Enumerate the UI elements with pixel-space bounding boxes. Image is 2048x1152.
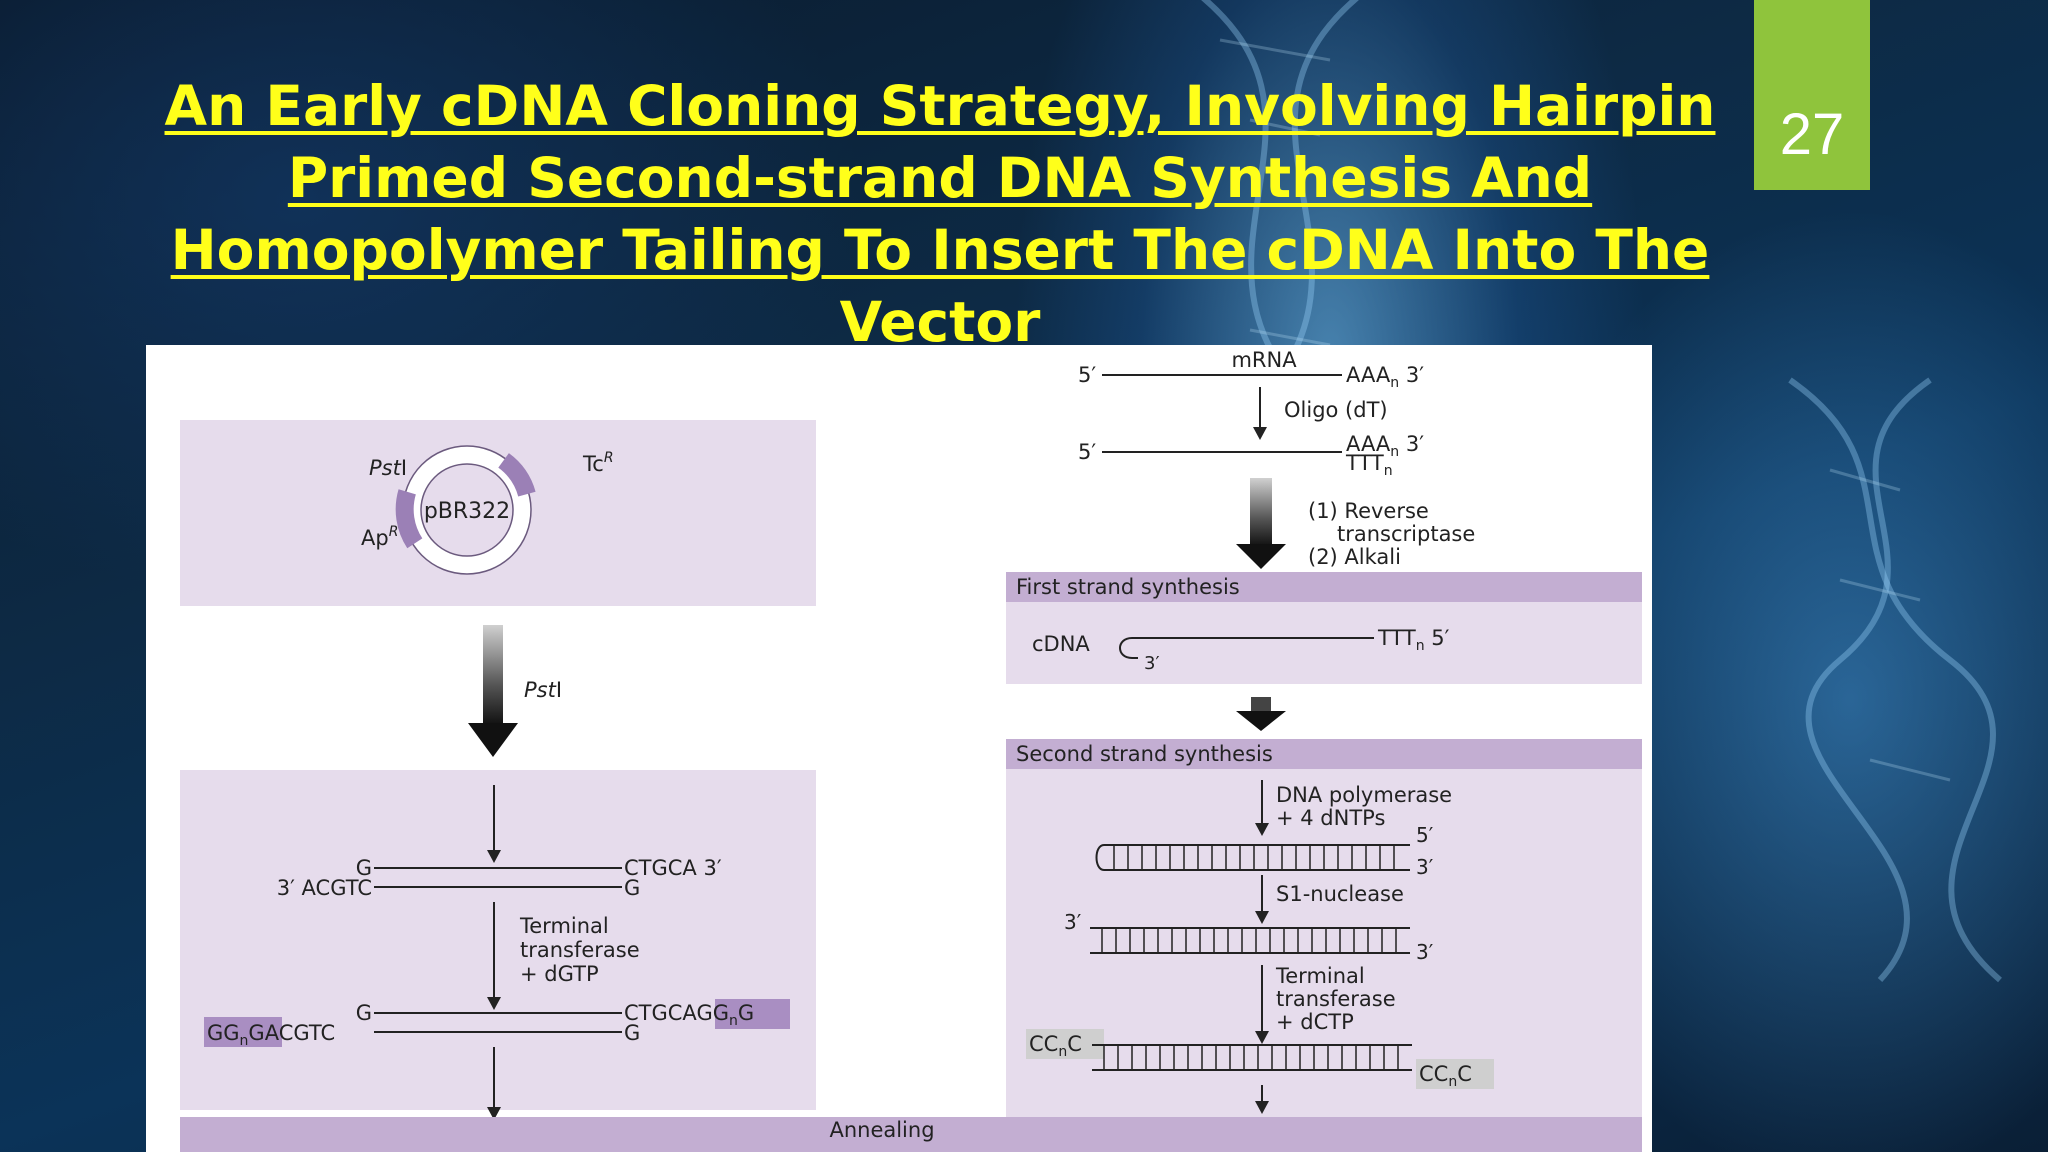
cc-tail-left: CCnC xyxy=(1029,1032,1082,1060)
helix-strand-d xyxy=(1805,377,1932,983)
annealed-polya: AAAn 3′ xyxy=(1346,432,1424,460)
tailed-top-left-base: G xyxy=(356,1001,372,1025)
step-terminal-line1: Terminal xyxy=(519,914,609,938)
gg-tail-right-highlight xyxy=(715,999,790,1029)
slide-title: An Early cDNA Cloning Strategy, Involvin… xyxy=(164,74,1716,354)
oligo-dt-label: Oligo (dT) xyxy=(1284,398,1388,422)
rt-step-line3: (2) Alkali xyxy=(1308,545,1401,569)
plasmid-tcr-segment xyxy=(497,453,536,497)
mrna-5prime: 5′ xyxy=(1078,363,1096,387)
cc-tail-right-box xyxy=(1416,1059,1494,1089)
s1-nuclease-step: S1-nuclease xyxy=(1276,882,1404,906)
first-strand-panel xyxy=(1006,602,1642,684)
cdna-cloning-figure: pBR322 PstI TcR ApR PstI xyxy=(146,345,1652,1152)
hairpin-duplex xyxy=(1095,844,1410,871)
terminal-transferase-line2: transferase xyxy=(1276,987,1396,1011)
reverse-transcription-arrow xyxy=(1236,478,1286,569)
cc-tail-left-box xyxy=(1026,1029,1104,1059)
annealed-5prime: 5′ xyxy=(1078,440,1096,464)
vector-bottom-right-base: G xyxy=(624,876,640,900)
cdna-hairpin-strand xyxy=(1119,637,1174,659)
gg-tail-left-highlight xyxy=(204,1017,282,1047)
helix-strand-c xyxy=(1788,377,2002,983)
site-pst-label: PstI xyxy=(369,456,407,480)
step-terminal-line3: + dGTP xyxy=(520,962,599,986)
annealed-oligo-dt: TTTn xyxy=(1345,451,1393,479)
plasmid-panel xyxy=(180,420,816,606)
cdna-label: cDNA xyxy=(1032,632,1090,656)
step-terminal-line2: transferase xyxy=(520,938,640,962)
vector-bottom-left-end: 3′ ACGTC xyxy=(277,876,372,900)
hairpin-3prime: 3′ xyxy=(1416,855,1434,879)
trimmed-right-3prime: 3′ xyxy=(1416,940,1434,964)
vector-top-left-base: G xyxy=(356,856,372,880)
annealing-label: Annealing xyxy=(829,1118,934,1142)
cdna-ttt-5prime: TTTn 5′ xyxy=(1377,626,1450,654)
pst-arrow-label: PstI xyxy=(524,678,562,702)
plasmid-name: pBR322 xyxy=(424,499,510,524)
tcr-label: TcR xyxy=(582,450,614,476)
pst-digest-arrow xyxy=(468,625,518,757)
tailed-duplex-rungs xyxy=(1103,1045,1399,1070)
cdna-hook-3prime: 3′ xyxy=(1144,653,1160,674)
plasmid-apr-segment xyxy=(395,489,423,549)
pbr322-plasmid xyxy=(395,445,536,575)
to-second-strand-arrow xyxy=(1236,697,1286,731)
terminal-transferase-line1: Terminal xyxy=(1275,964,1365,988)
second-strand-panel xyxy=(1006,769,1642,1121)
second-strand-label: Second strand synthesis xyxy=(1016,742,1273,766)
first-strand-label: First strand synthesis xyxy=(1016,575,1240,599)
tailed-top-right: CTGCAGGnG xyxy=(624,1001,754,1029)
terminal-transferase-line3: + dCTP xyxy=(1276,1010,1354,1034)
vector-top-right-end: CTGCA 3′ xyxy=(624,856,722,880)
annealing-band xyxy=(180,1117,1642,1152)
polymerase-step-line2: + 4 dNTPs xyxy=(1276,806,1385,830)
trimmed-duplex-rungs xyxy=(1101,928,1397,953)
tailed-bottom-right-base: G xyxy=(624,1021,640,1045)
tailed-bottom-left: GGnGACGTC xyxy=(207,1021,335,1049)
polymerase-step-line1: DNA polymerase xyxy=(1276,783,1452,807)
slide-number: 27 xyxy=(1779,102,1845,167)
mrna-label: mRNA xyxy=(1231,348,1297,372)
rt-step-line2: transcriptase xyxy=(1337,522,1475,546)
slide-number-badge: 27 xyxy=(1754,0,1870,190)
mrna-polya-tail: AAAn 3′ xyxy=(1346,363,1424,391)
hairpin-rungs xyxy=(1113,845,1395,870)
rt-step-line1: (1) Reverse xyxy=(1308,499,1429,523)
first-strand-band xyxy=(1006,572,1642,602)
hairpin-5prime: 5′ xyxy=(1416,823,1434,847)
cc-tail-right: CCnC xyxy=(1419,1062,1472,1090)
apr-label: ApR xyxy=(361,524,398,550)
vector-tailing-panel xyxy=(180,770,816,1110)
second-strand-band xyxy=(1006,739,1642,769)
trimmed-left-3prime: 3′ xyxy=(1064,910,1082,934)
